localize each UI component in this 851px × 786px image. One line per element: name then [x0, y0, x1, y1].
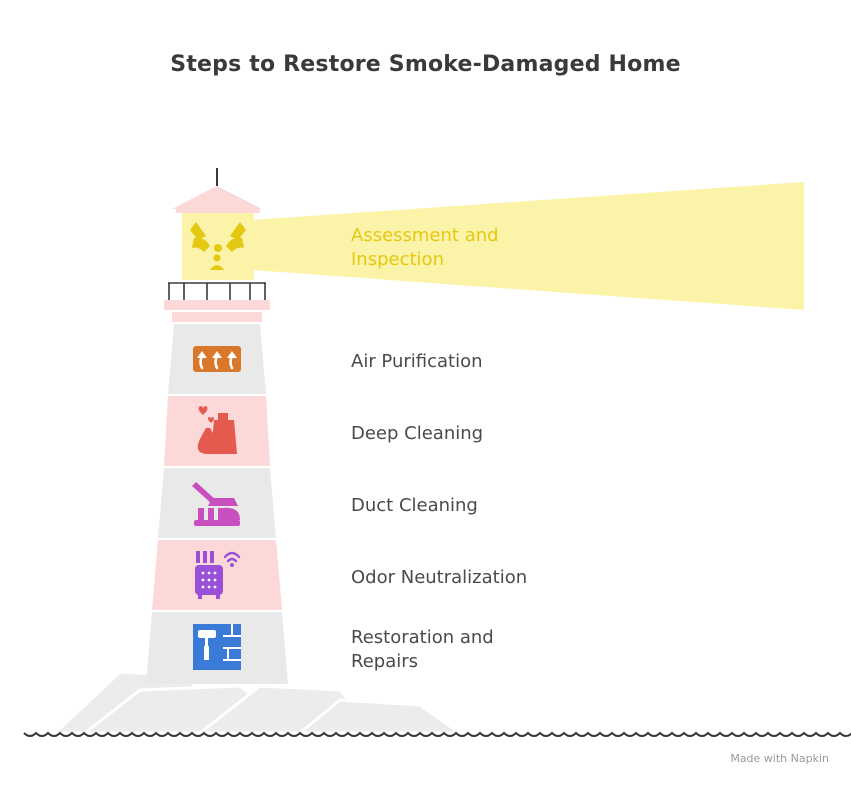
- step-label-assessment: Assessment and Inspection: [351, 225, 499, 270]
- step-label-restoration: Restoration and Repairs: [351, 627, 494, 672]
- step-label-duct-cleaning: Duct Cleaning: [351, 495, 478, 516]
- paint-roller-wall-icon: [193, 624, 241, 670]
- radiation-hazard-icon: [190, 222, 246, 270]
- smart-air-purifier-icon: [195, 551, 241, 599]
- page-title: Steps to Restore Smoke-Damaged Home: [170, 52, 681, 77]
- step-label-odor-neutralization: Odor Neutralization: [351, 567, 528, 588]
- light-beam: [252, 182, 804, 310]
- air-flow-icon: [193, 346, 241, 372]
- water-waves: [23, 731, 851, 737]
- step-label-air-purification: Air Purification: [351, 351, 483, 372]
- made-with-credit[interactable]: Made with Napkin: [730, 752, 829, 765]
- vacuum-cleaner-icon: [192, 482, 240, 526]
- rocks: [51, 670, 465, 735]
- step-label-deep-cleaning: Deep Cleaning: [351, 423, 484, 444]
- balcony-deck: [164, 300, 270, 310]
- cleaning-supplies-icon: [197, 406, 237, 454]
- lighthouse-roof: [172, 186, 262, 209]
- balcony-railing: [168, 282, 266, 300]
